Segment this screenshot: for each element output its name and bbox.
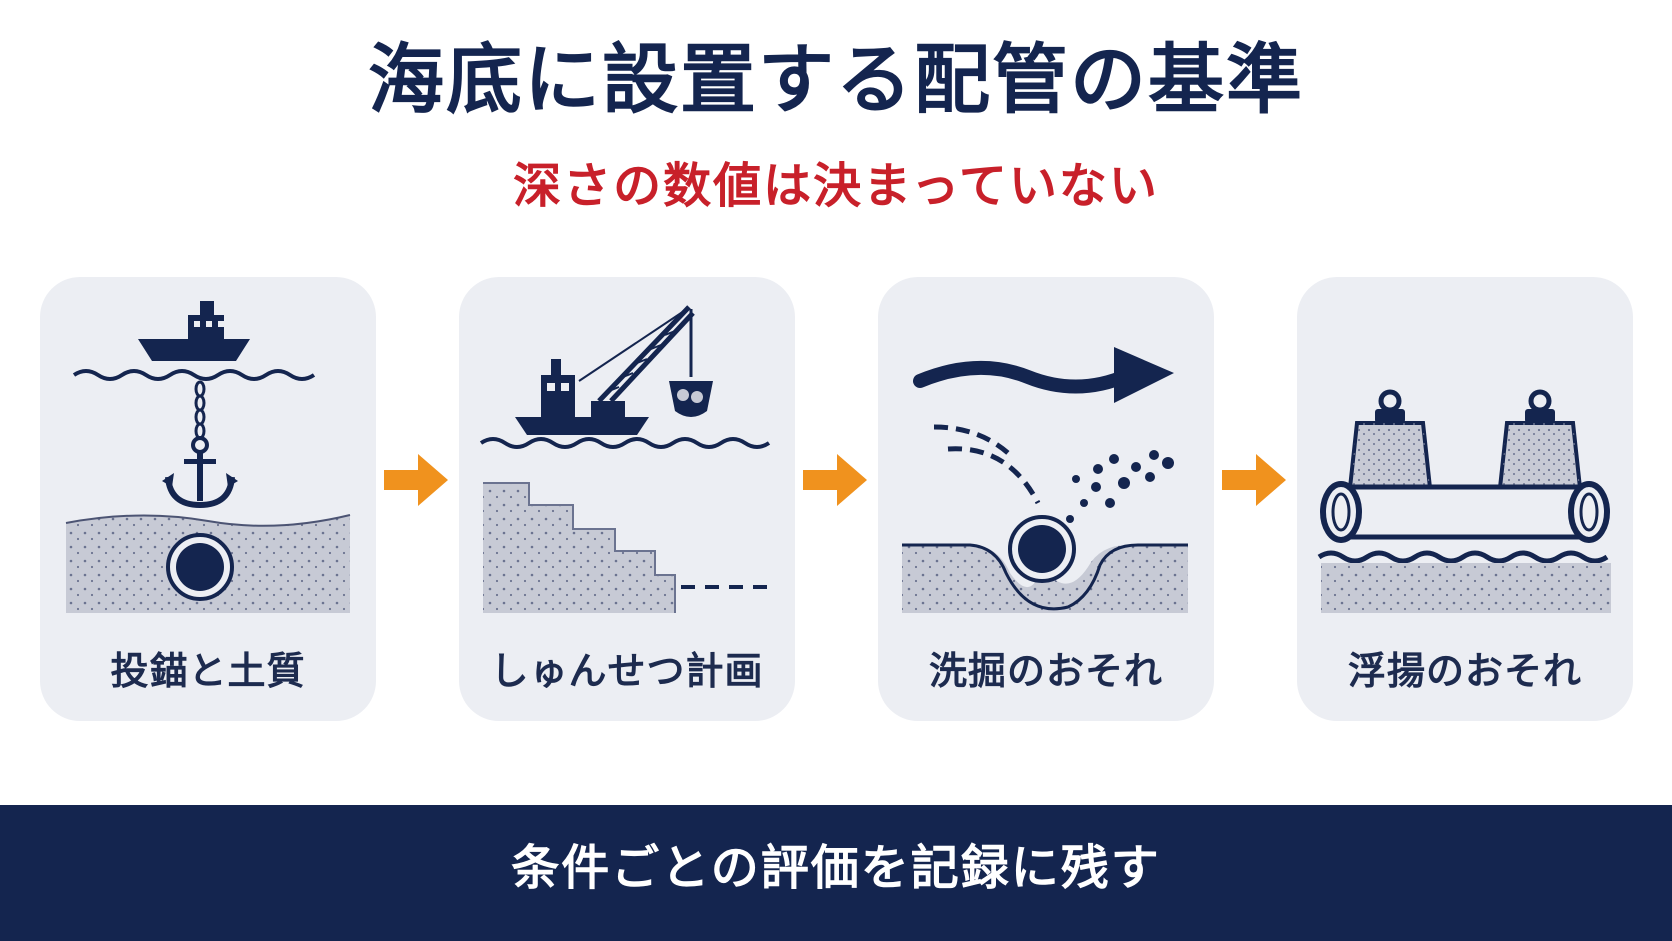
page-title: 海底に設置する配管の基準 bbox=[368, 35, 1304, 124]
step-card-dredging: しゅんせつ計画 bbox=[459, 277, 795, 721]
page-subtitle: 深さの数値は決まっていない bbox=[513, 158, 1159, 214]
step-label: 浮揚のおそれ bbox=[1347, 649, 1582, 693]
step-card-flotation: 浮揚のおそれ bbox=[1297, 277, 1633, 721]
ship-anchor-pipe-icon bbox=[65, 301, 351, 613]
current-scour-icon bbox=[902, 347, 1188, 613]
step-label: 投錨と土質 bbox=[110, 649, 306, 693]
footer-banner bbox=[0, 805, 1672, 941]
arrow-right-icon bbox=[803, 454, 867, 506]
step-card-anchoring: 投錨と土質 bbox=[40, 277, 376, 721]
step-card-scour: 洗掘のおそれ bbox=[878, 277, 1214, 721]
step-label: しゅんせつ計画 bbox=[490, 649, 764, 693]
floating-pipe-weights-icon bbox=[1317, 389, 1611, 613]
arrow-right-icon bbox=[384, 454, 448, 506]
dredger-crane-icon bbox=[479, 305, 771, 613]
footer-text: 条件ごとの評価を記録に残す bbox=[511, 840, 1161, 896]
step-label: 洗掘のおそれ bbox=[928, 649, 1163, 693]
arrow-right-icon bbox=[1222, 454, 1286, 506]
